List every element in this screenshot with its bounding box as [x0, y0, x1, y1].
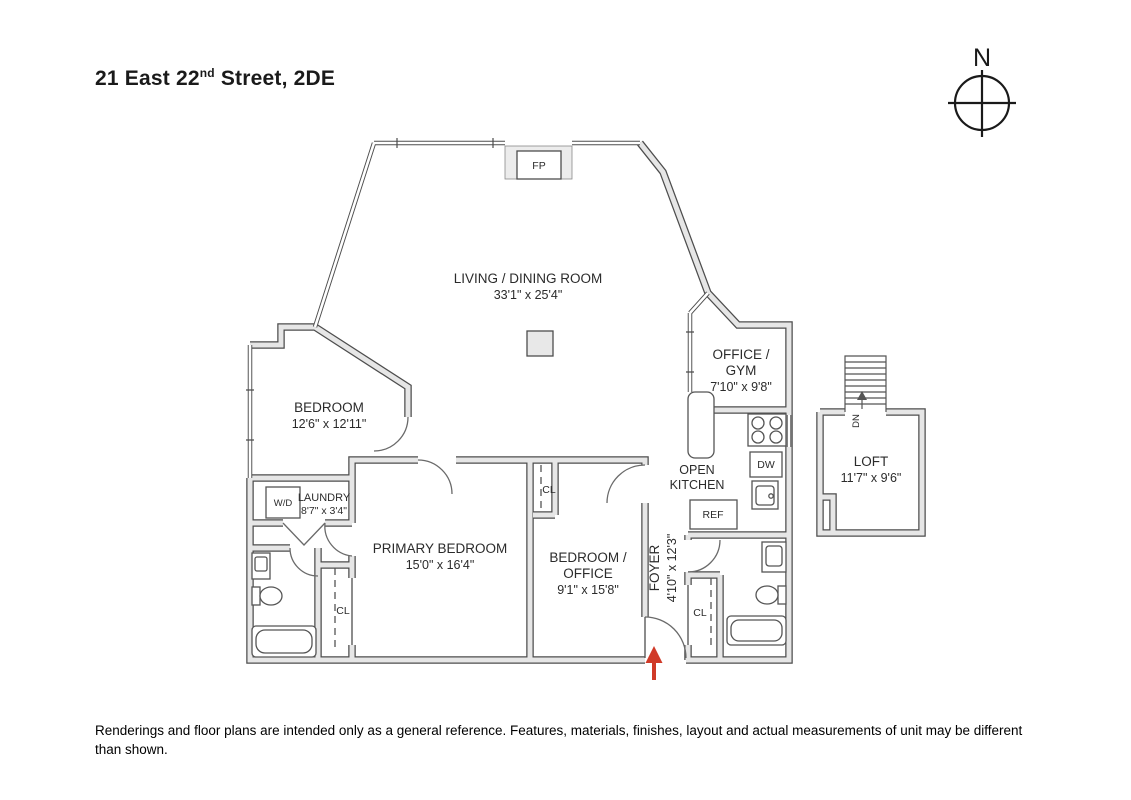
closet-dashed-lines: [334, 465, 712, 652]
window-mullion-ticks: [246, 138, 694, 441]
toilet-icon-right: [755, 585, 787, 605]
bathroom-left-fixtures: [251, 552, 317, 658]
refrigerator-label: REF: [703, 509, 724, 521]
room-label-loft: LOFT: [854, 454, 889, 469]
stairs-icon: [844, 355, 887, 412]
room-dims-bedroom-office: 9'1" x 15'8": [557, 583, 619, 597]
room-dims-primary-bedroom: 15'0" x 16'4": [406, 558, 475, 572]
room-label-living-dining: LIVING / DINING ROOM: [454, 271, 603, 286]
door-arc-bedroom: [373, 416, 409, 452]
room-label-primary-bedroom: PRIMARY BEDROOM: [373, 541, 508, 556]
disclaimer-text: Renderings and floor plans are intended …: [95, 723, 1023, 757]
room-labels: LIVING / DINING ROOM 33'1" x 25'4" BEDRO…: [292, 271, 902, 602]
sink-icon-left: [251, 552, 271, 580]
room-dims-office-gym: 7'10" x 9'8": [710, 380, 772, 394]
washer-dryer-label: W/D: [274, 498, 293, 509]
bathroom-right-fixtures: [726, 541, 787, 646]
closet-label-foyer: CL: [693, 607, 707, 619]
kitchen-fixtures: [265, 391, 787, 530]
washer-dryer-box: [265, 486, 301, 519]
column: [526, 330, 554, 357]
room-label-office-gym-1: OFFICE /: [713, 347, 770, 362]
room-label-open-kitchen-1: OPEN: [679, 463, 714, 477]
page-title: 21 East 22nd Street, 2DE: [95, 66, 335, 91]
door-arc-laundry-hall: [324, 522, 353, 557]
title-ordinal: nd: [199, 66, 215, 80]
sink-icon-right: [761, 541, 787, 573]
kitchen-counter: [687, 391, 715, 459]
north-label: N: [973, 44, 991, 72]
thin-partitions: [351, 578, 689, 658]
window-walls: [246, 138, 792, 478]
toilet-icon-left: [251, 586, 283, 606]
room-dims-loft: 11'7" x 9'6": [841, 471, 902, 485]
door-arc-bathroom-left: [289, 547, 319, 577]
bifold-door-laundry: [282, 522, 326, 546]
dishwasher-label: DW: [757, 459, 775, 471]
entry-arrow-icon: [645, 646, 663, 680]
fireplace-box: [516, 150, 562, 180]
closet-label-primary: CL: [336, 605, 350, 617]
door-arc-bedroom-office: [606, 464, 646, 504]
room-label-bedroom-office-2: OFFICE: [563, 566, 613, 581]
fireplace-label: FP: [532, 160, 545, 172]
kitchen-sink-icon: [751, 480, 779, 510]
fixture-labels: FP W/D DW REF CL CL CL DN: [274, 160, 862, 619]
door-arc-primary-bedroom: [417, 459, 453, 495]
room-dims-living-dining: 33'1" x 25'4": [494, 288, 563, 302]
stove-icon: [747, 413, 787, 447]
room-dims-laundry: 8'7" x 3'4": [301, 505, 347, 517]
stairs-arrow-head: [857, 391, 867, 400]
room-label-laundry: LAUNDRY: [298, 492, 351, 504]
room-dims-foyer: 4'10" x 12'3": [665, 534, 679, 603]
room-label-office-gym-2: GYM: [726, 363, 757, 378]
walls-thick: [246, 140, 926, 664]
compass-icon: N: [948, 44, 1016, 137]
room-dims-bedroom: 12'6" x 12'11": [292, 417, 367, 431]
dishwasher-box: [749, 451, 783, 478]
room-label-bedroom-office-1: BEDROOM /: [549, 550, 627, 565]
room-label-foyer: FOYER: [647, 545, 662, 592]
closet-label-bedroom-office: CL: [542, 484, 556, 496]
title-rest: Street, 2DE: [214, 67, 336, 90]
bathtub-icon-right: [726, 615, 787, 646]
room-label-bedroom: BEDROOM: [294, 400, 364, 415]
room-label-open-kitchen-2: KITCHEN: [670, 478, 725, 492]
stairs-down-label: DN: [851, 414, 862, 428]
refrigerator-box: [689, 499, 738, 530]
fireplace: [504, 145, 573, 180]
bathtub-icon-left: [251, 625, 317, 658]
door-arc-entry: [644, 616, 687, 659]
door-arc-bathroom-right: [687, 539, 721, 573]
door-arcs: [282, 416, 721, 659]
title-number: 21 East 22: [95, 67, 200, 90]
